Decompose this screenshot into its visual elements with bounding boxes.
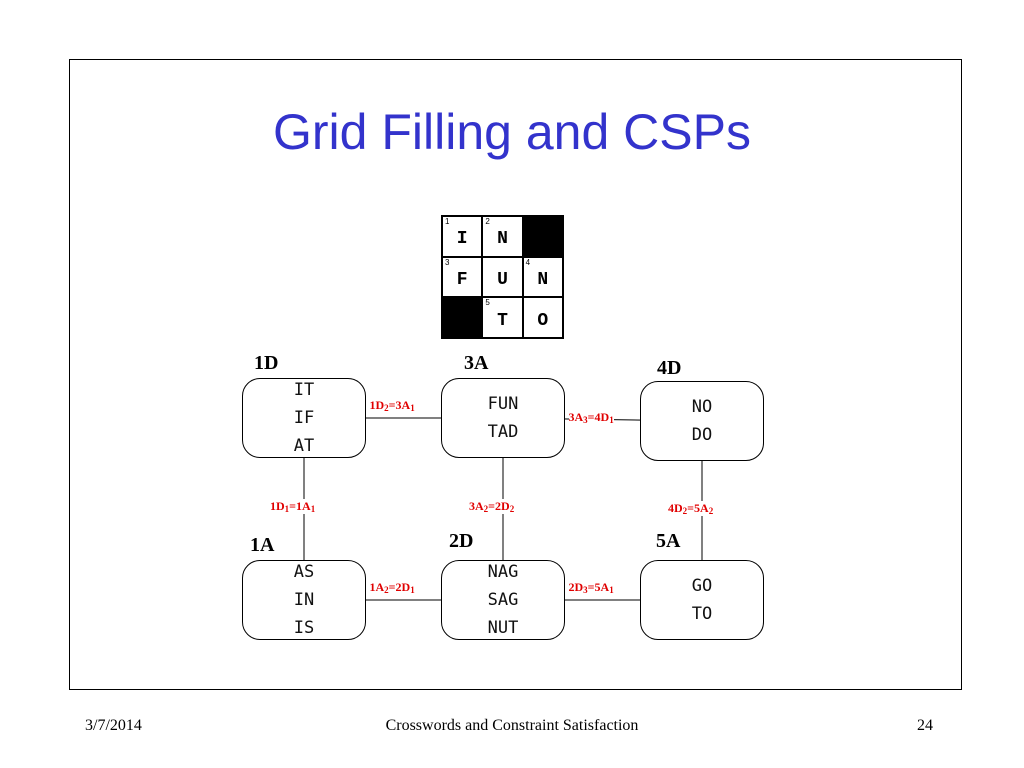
domain-word: TO: [691, 604, 713, 624]
crossword-cell-number: 5: [485, 298, 490, 308]
variable-node-2d: NAG SAG NUT: [441, 560, 565, 640]
crossword-cell-number: 3: [445, 257, 450, 267]
footer-title: Crosswords and Constraint Satisfaction: [385, 717, 639, 734]
constraint-label: 1A2=2D1: [369, 580, 415, 595]
domain-word: IS: [293, 618, 315, 638]
variable-node-1d: IT IF AT: [242, 378, 366, 458]
variable-node-1a: AS IN IS: [242, 560, 366, 640]
variable-node-5a: GO TO: [640, 560, 764, 640]
footer-page-number: 24: [917, 717, 933, 734]
variable-label: 1D: [254, 352, 279, 374]
domain-word: IT: [293, 380, 315, 400]
slide-title: Grid Filling and CSPs: [273, 104, 751, 160]
crossword-cell-letter: N: [537, 269, 549, 290]
domain-word: IF: [293, 408, 315, 428]
domain-word: NUT: [487, 618, 519, 638]
domain-word: IN: [293, 590, 315, 610]
domain-word: DO: [691, 425, 713, 445]
crossword-cell-letter: I: [456, 229, 468, 250]
crossword-cell-number: 4: [525, 257, 531, 267]
crossword-cell-number: 2: [485, 217, 490, 226]
crossword-cell: O: [522, 297, 563, 338]
crossword-cell-letter: T: [497, 310, 508, 331]
domain-word: SAG: [487, 590, 519, 610]
domain-word: TAD: [487, 422, 519, 442]
domain-word: NO: [691, 397, 713, 417]
crossword-cell: U: [482, 256, 523, 298]
variable-label: 5A: [656, 530, 681, 552]
constraint-label: 3A3=4D1: [568, 409, 614, 425]
crossword-cell-letter: F: [456, 269, 468, 290]
constraint-label: 1D1=1A1: [270, 499, 316, 514]
crossword-black-cell: [442, 297, 483, 338]
slide-frame: [69, 59, 962, 690]
constraint-label: 4D2=5A2: [668, 500, 714, 516]
domain-word: AT: [293, 436, 315, 456]
domain-word: FUN: [487, 394, 519, 414]
crossword-cell-letter: N: [497, 229, 508, 250]
constraint-label: 3A2=2D2: [469, 499, 515, 514]
crossword-black-cell: [522, 216, 563, 257]
domain-word: NAG: [487, 562, 519, 582]
variable-label: 2D: [449, 530, 474, 552]
domain-word: AS: [293, 562, 315, 582]
variable-label: 4D: [657, 357, 682, 379]
variable-node-4d: NO DO: [640, 381, 764, 461]
constraint-label: 1D2=3A1: [369, 398, 415, 413]
variable-label: 3A: [464, 352, 489, 374]
crossword-cell-letter: O: [537, 310, 549, 331]
footer-date: 3/7/2014: [85, 717, 142, 734]
variable-node-3a: FUN TAD: [441, 378, 565, 458]
crossword-cell-number: 1: [445, 217, 450, 226]
constraint-label: 2D3=5A1: [568, 580, 614, 595]
crossword-cell-letter: U: [497, 269, 508, 290]
domain-word: GO: [691, 576, 713, 596]
variable-label: 1A: [250, 534, 275, 556]
